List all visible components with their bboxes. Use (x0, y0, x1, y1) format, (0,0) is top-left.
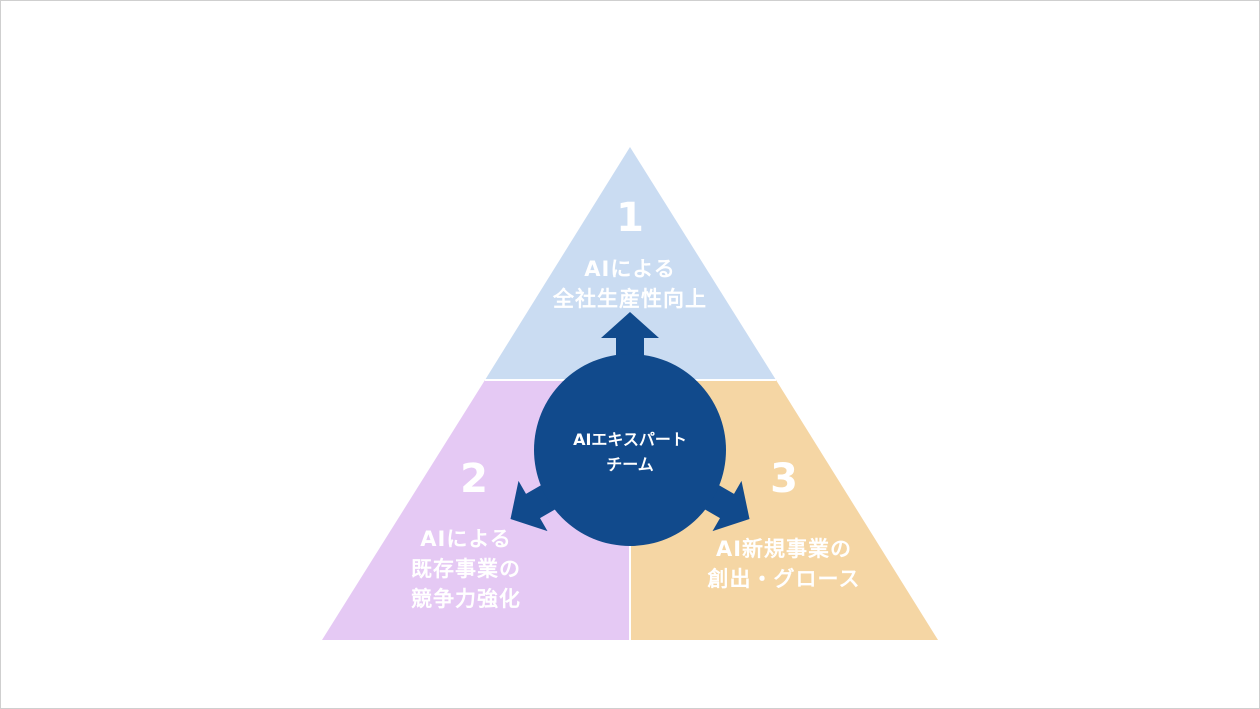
segment-1-label-line2: 全社生産性向上 (552, 287, 707, 311)
segment-3-label-line2: 創出・グロース (708, 567, 861, 591)
center-label-line2: チーム (606, 455, 654, 474)
segment-3-label-line1: AI新規事業の (716, 537, 852, 561)
segment-1-shape (485, 147, 776, 380)
segment-2-label-line2: 既存事業の (411, 557, 521, 581)
segment-2-number: 2 (460, 456, 488, 502)
segment-2-label-line3: 競争力強化 (411, 587, 521, 611)
arrow-up-icon (601, 312, 659, 360)
center-hub (510, 312, 750, 546)
center-circle (534, 354, 726, 546)
segment-3-number: 3 (770, 456, 798, 502)
segment-1-label-line1: AIによる (584, 257, 675, 281)
segment-1-number: 1 (616, 195, 644, 241)
segment-2-label-line1: AIによる (420, 527, 511, 551)
center-label-line1: AIエキスパート (573, 430, 687, 449)
